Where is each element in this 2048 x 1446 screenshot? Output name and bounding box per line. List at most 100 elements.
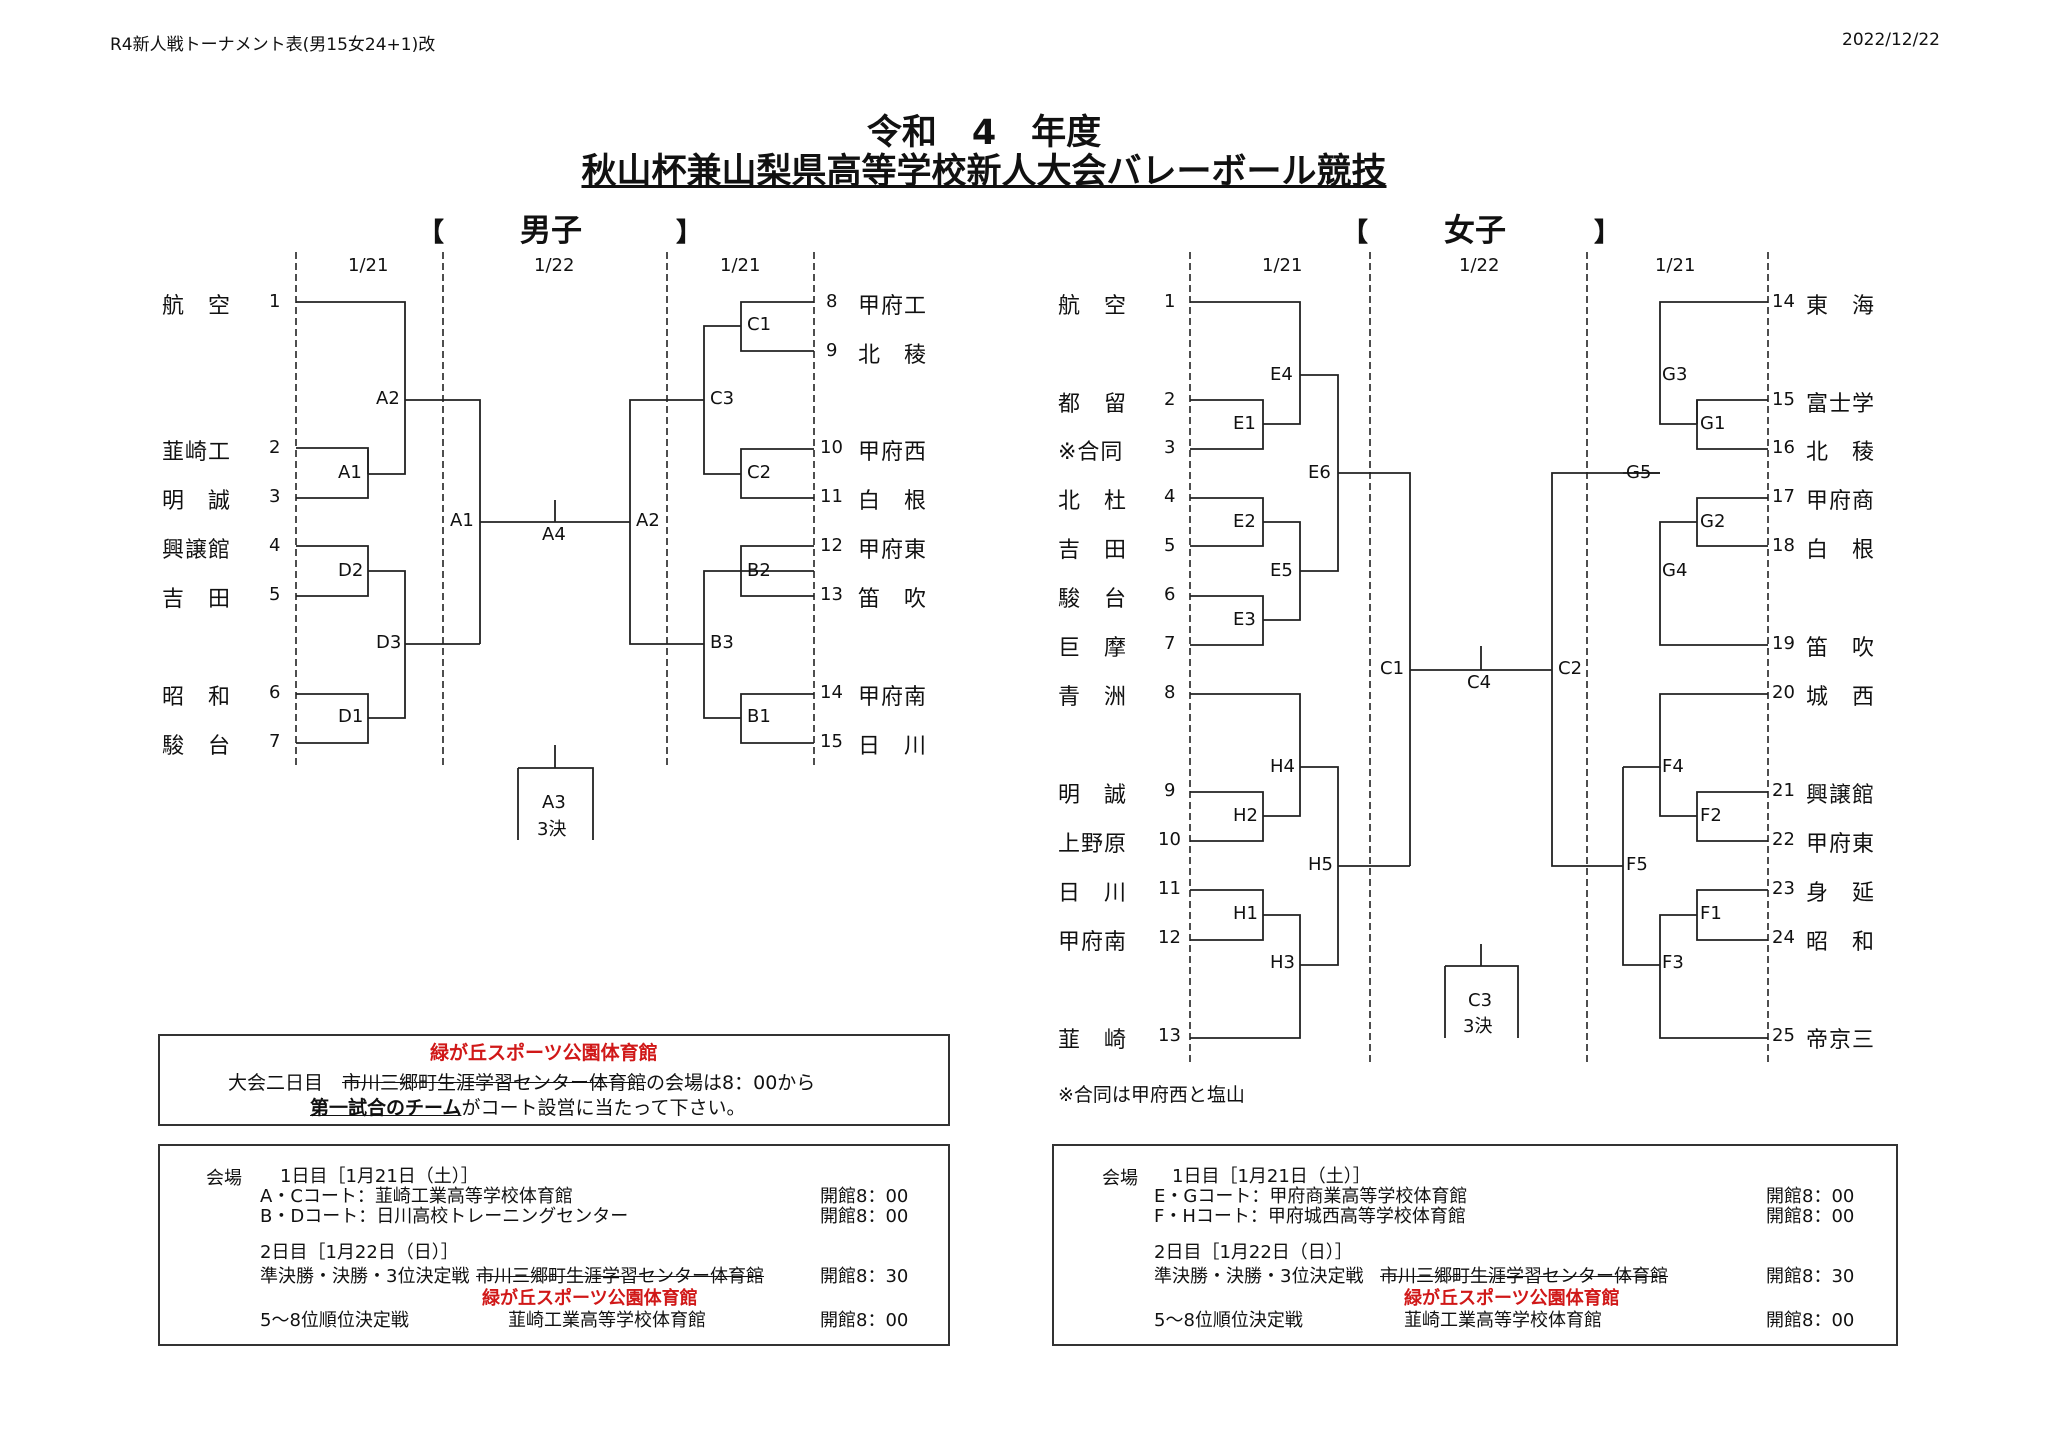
girls-match-code: C4 [1467, 672, 1492, 693]
girls-venue-row1-court: E・Gコート：甲府商業高等学校体育館 [1154, 1186, 1468, 1207]
girls-third-place-code: C3 [1468, 990, 1493, 1011]
girls-seed: 21 [1772, 780, 1795, 801]
girls-match-code: E4 [1270, 364, 1293, 385]
boys-bracket-open: 【 [418, 218, 445, 248]
girls-seed: 14 [1772, 291, 1795, 312]
document-date: 2022/12/22 [1842, 30, 1940, 50]
boys-match-code: C1 [747, 314, 772, 335]
girls-match-code: E2 [1233, 511, 1256, 532]
girls-seed: 3 [1164, 437, 1176, 458]
boys-team: 甲府東 [858, 538, 928, 563]
boys-seed: 2 [269, 437, 281, 458]
notice-line2-underlined: 第一試合のチーム [310, 1097, 462, 1119]
girls-seed: 10 [1158, 829, 1181, 850]
boys-venue-day2: 2日目［1月22日（日）］ [260, 1242, 459, 1263]
boys-seed: 4 [269, 535, 281, 556]
boys-team: 笛 吹 [858, 587, 928, 612]
boys-team: 駿 台 [162, 734, 232, 759]
girls-seed: 11 [1158, 878, 1181, 899]
girls-match-code: F2 [1700, 805, 1722, 826]
boys-match-code: D1 [338, 706, 364, 727]
girls-bracket-close: 】 [1594, 218, 1621, 248]
boys-match-code: A2 [376, 388, 400, 409]
girls-team: 城 西 [1806, 685, 1876, 710]
girls-seed: 22 [1772, 829, 1795, 850]
boys-date-day1-right: 1/21 [720, 255, 761, 276]
boys-match-code: D3 [376, 632, 402, 653]
boys-seed: 5 [269, 584, 281, 605]
boys-match-code: A2 [636, 510, 660, 531]
girls-team: 吉 田 [1058, 538, 1128, 563]
boys-team: 韮崎工 [162, 440, 232, 465]
girls-match-code: G1 [1700, 413, 1726, 434]
girls-venue-row4-venue: 韮崎工業高等学校体育館 [1404, 1310, 1602, 1331]
girls-match-code: C1 [1380, 658, 1405, 679]
girls-match-code: H2 [1233, 805, 1258, 826]
girls-team: 帝京三 [1806, 1028, 1876, 1053]
boys-seed: 8 [826, 291, 838, 312]
boys-seed: 15 [820, 731, 843, 752]
girls-team: 都 留 [1058, 392, 1128, 417]
girls-seed: 16 [1772, 437, 1795, 458]
girls-match-code: F4 [1662, 756, 1684, 777]
boys-match-code: B2 [747, 560, 771, 581]
boys-venue-row4-open: 開館8：00 [820, 1310, 909, 1331]
boys-seed: 12 [820, 535, 843, 556]
boys-seed: 1 [269, 291, 281, 312]
girls-team: 甲府東 [1806, 832, 1876, 857]
document-name: R4新人戦トーナメント表(男15女24+1)改 [110, 35, 436, 55]
boys-match-code: C2 [747, 462, 772, 483]
boys-team: 航 空 [162, 294, 232, 319]
girls-match-code: F5 [1626, 854, 1648, 875]
girls-venue-row4-event: 5～8位順位決定戦 [1154, 1310, 1303, 1331]
girls-match-code: H4 [1270, 756, 1295, 777]
girls-venue-day2: 2日目［1月22日（日）］ [1154, 1242, 1353, 1263]
girls-seed: 24 [1772, 927, 1795, 948]
notice-box: 緑が丘スポーツ公園体育館 大会二日目 市川三郷町生涯学習センター体育館の会場は8… [158, 1034, 950, 1126]
girls-seed: 19 [1772, 633, 1795, 654]
boys-seed: 11 [820, 486, 843, 507]
girls-team: 甲府南 [1058, 930, 1128, 955]
girls-team: 身 延 [1806, 881, 1876, 906]
boys-match-code: B3 [710, 632, 734, 653]
boys-venue-row3-red: 緑が丘スポーツ公園体育館 [482, 1288, 698, 1309]
boys-match-code: C3 [710, 388, 735, 409]
girls-match-code: F3 [1662, 952, 1684, 973]
girls-team: 航 空 [1058, 294, 1128, 319]
girls-seed: 4 [1164, 486, 1176, 507]
girls-seed: 1 [1164, 291, 1176, 312]
boys-venue-row2-open: 開館8：00 [820, 1206, 909, 1227]
girls-team: 甲府商 [1806, 489, 1876, 514]
girls-seed: 15 [1772, 389, 1795, 410]
boys-team: 吉 田 [162, 587, 232, 612]
girls-seed: 7 [1164, 633, 1176, 654]
girls-team: 青 洲 [1058, 685, 1128, 710]
notice-line1-prefix: 大会二日目 [228, 1072, 343, 1094]
girls-venue-day1: 1日目［1月21日（土）］ [1172, 1166, 1371, 1187]
boys-team: 日 川 [858, 734, 928, 759]
boys-venue-row4-event: 5～8位順位決定戦 [260, 1310, 409, 1331]
girls-seed: 9 [1164, 780, 1176, 801]
boys-venue-day1: 1日目［1月21日（土）］ [280, 1166, 479, 1187]
boys-venue-box: 会場 1日目［1月21日（土）］ A・Cコート：韮崎工業高等学校体育館 開館8：… [158, 1144, 950, 1346]
boys-team: 甲府南 [858, 685, 928, 710]
girls-team: ※合同 [1058, 440, 1124, 465]
boys-venue-row3-open: 開館8：30 [820, 1266, 909, 1287]
girls-venue-row2-open: 開館8：00 [1766, 1206, 1855, 1227]
girls-team: 韮 崎 [1058, 1028, 1128, 1053]
girls-seed: 25 [1772, 1025, 1795, 1046]
girls-team: 笛 吹 [1806, 636, 1876, 661]
boys-venue-row1-court: A・Cコート：韮崎工業高等学校体育館 [260, 1186, 573, 1207]
boys-match-code: A1 [450, 510, 474, 531]
girls-match-code: E5 [1270, 560, 1293, 581]
boys-section-label: 男子 [520, 213, 582, 249]
girls-team: 巨 摩 [1058, 636, 1128, 661]
girls-seed: 13 [1158, 1025, 1181, 1046]
girls-match-code: G5 [1626, 462, 1652, 483]
boys-bracket-close: 】 [676, 218, 703, 248]
boys-team: 昭 和 [162, 685, 232, 710]
notice-line2-suffix: がコート設営に当たって下さい。 [461, 1097, 746, 1119]
boys-venue-row3-venue-struck: 市川三郷町生涯学習センター体育館 [476, 1266, 764, 1287]
page-title: 令和 4 年度 [866, 113, 1102, 153]
